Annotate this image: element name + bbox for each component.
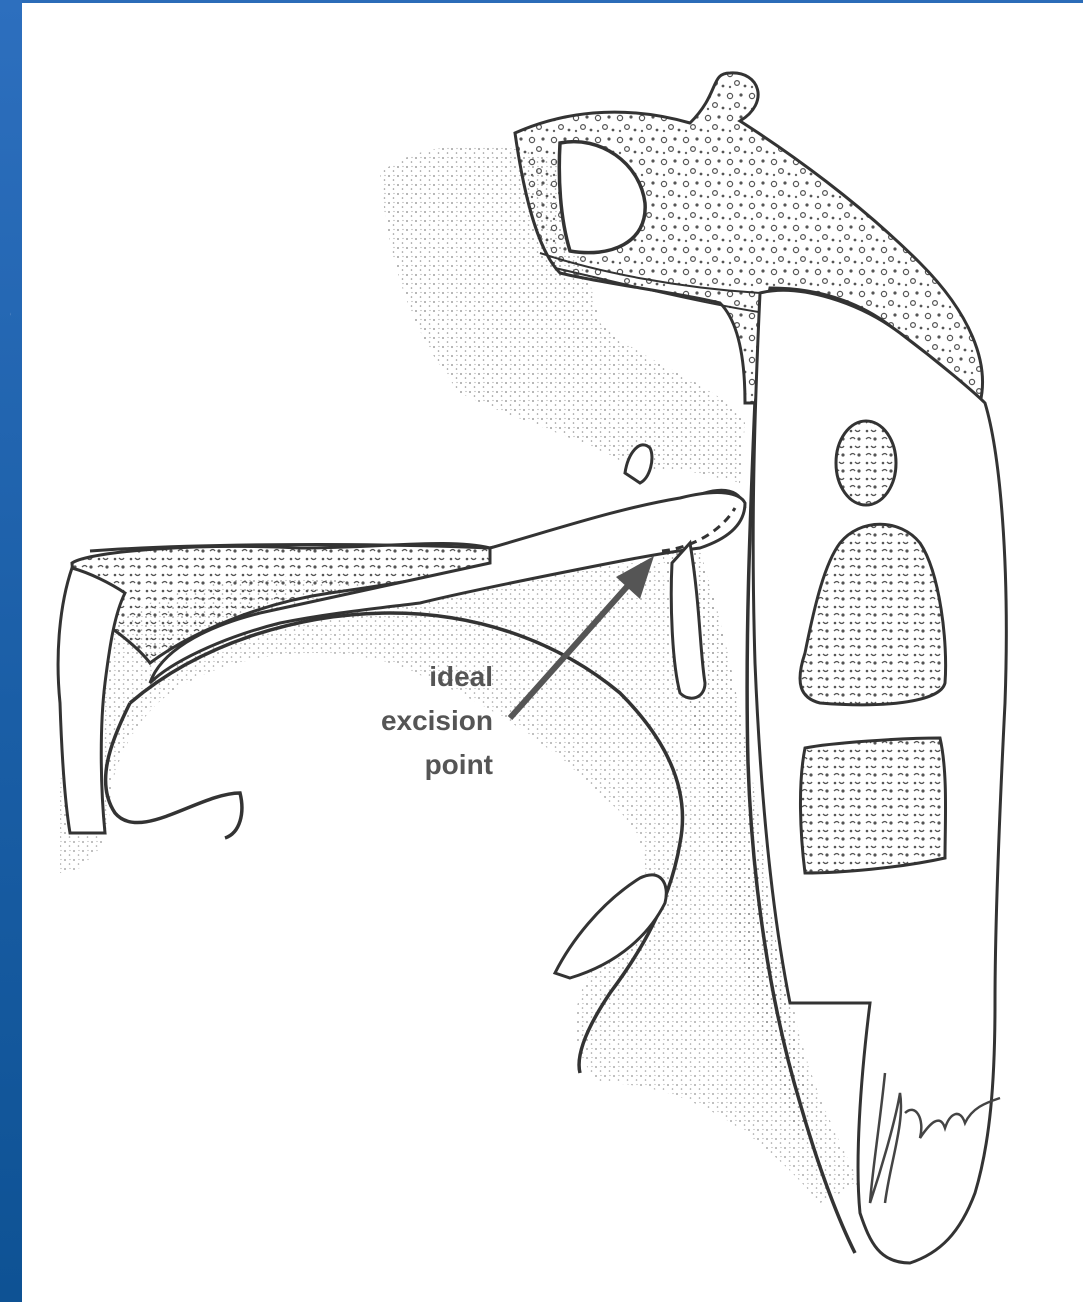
- anatomy-drawing: [22, 3, 1083, 1302]
- annotation-line-excision: excision: [381, 699, 493, 743]
- atlas-anterior-arch: [836, 421, 896, 505]
- c3-vertebral-body: [800, 738, 945, 873]
- anatomy-illustration: ideal excision point: [22, 3, 1083, 1302]
- annotation-line-point: point: [425, 743, 493, 787]
- slide-side-bar: ): [0, 0, 22, 1302]
- annotation-line-ideal: ideal: [429, 655, 493, 699]
